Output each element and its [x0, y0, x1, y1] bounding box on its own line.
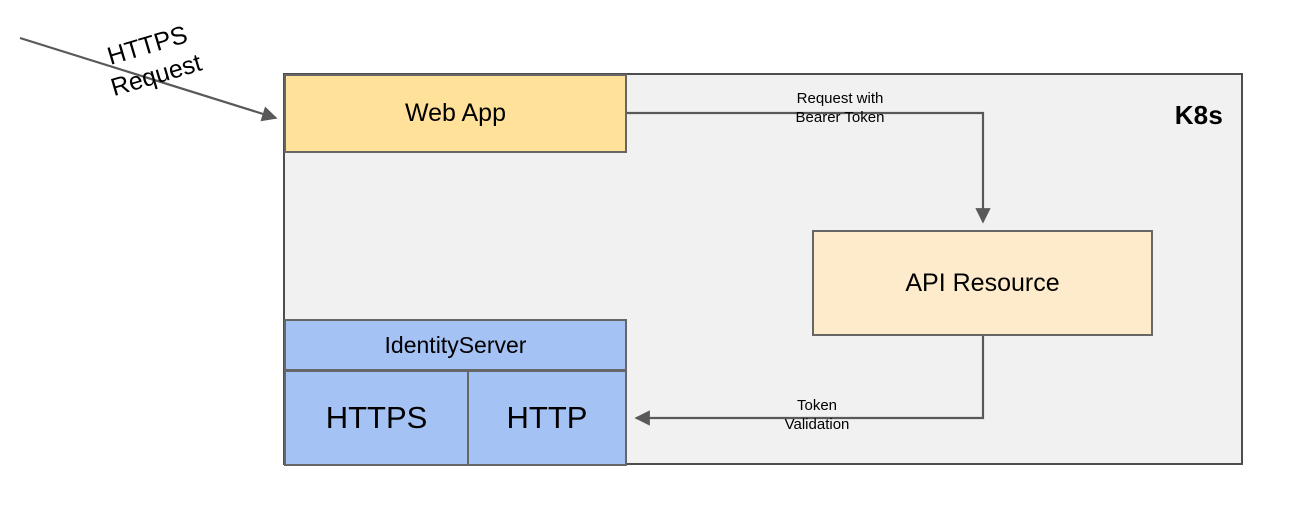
node-web-app[interactable]: Web App	[284, 74, 627, 153]
node-https-label: HTTPS	[325, 400, 428, 435]
k8s-container-label: K8s	[1174, 100, 1223, 130]
edge-label-incoming-request: HTTPS Request	[76, 11, 228, 110]
node-http[interactable]: HTTP	[467, 370, 627, 466]
edge-label-token-validation: Token Validation	[737, 396, 897, 434]
node-api-resource-label: API Resource	[905, 268, 1060, 297]
node-identity-server-label: IdentityServer	[384, 331, 527, 358]
node-api-resource[interactable]: API Resource	[812, 230, 1153, 336]
edge-label-bearer-request: Request with Bearer Token	[760, 89, 920, 127]
node-identity-server[interactable]: IdentityServer	[284, 319, 627, 371]
node-https[interactable]: HTTPS	[284, 370, 469, 466]
node-web-app-label: Web App	[404, 99, 506, 127]
node-http-label: HTTP	[506, 400, 588, 435]
edge-label-bearer-request-line1: Request with	[796, 90, 884, 107]
edge-label-token-validation-line1: Token	[796, 397, 838, 414]
edge-label-token-validation-line2: Validation	[784, 416, 850, 433]
edge-label-bearer-request-line2: Bearer Token	[795, 109, 885, 126]
